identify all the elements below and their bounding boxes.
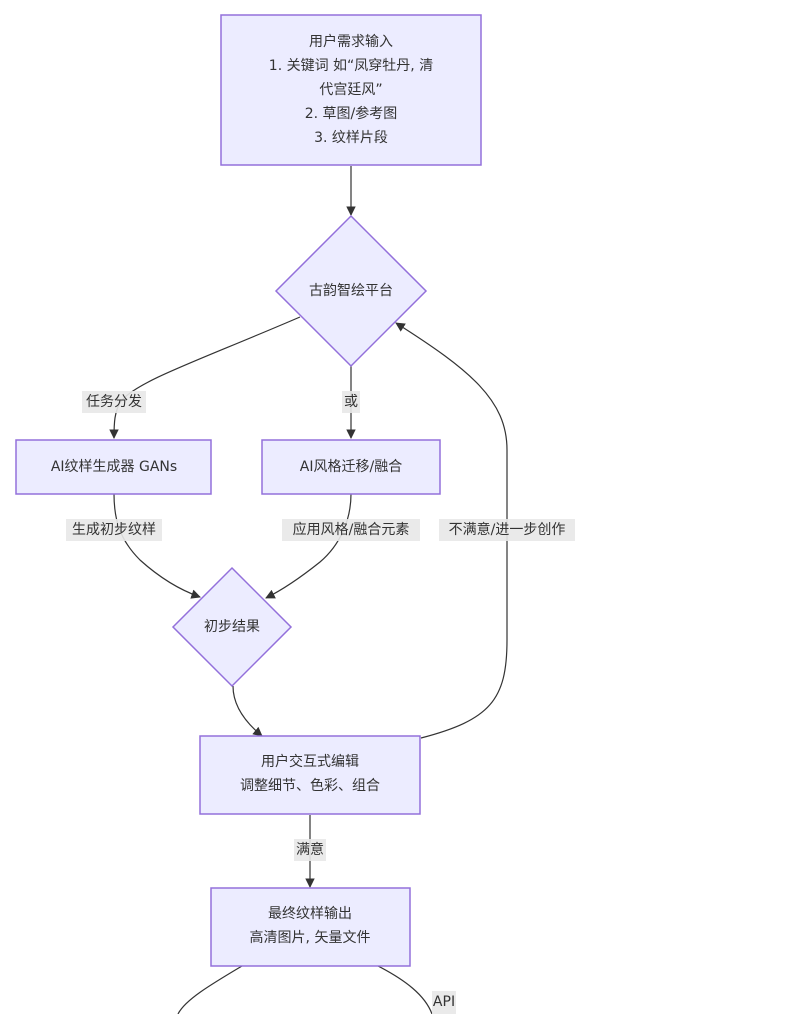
edge-output-api [377,965,433,1014]
node-platform[interactable]: 古韵智绘平台 [274,214,428,368]
edge-edit-platform [395,322,508,739]
edge-prelim-edit [232,685,263,737]
edge-label-api-text: API [433,994,455,1010]
node-interactive-edit-line-2: 调整细节、色彩、组合 [240,777,380,794]
node-preliminary-result-label: 初步结果 [204,618,260,635]
edge-label-apply-style: 应用风格/融合元素 [282,519,420,541]
edge-output-left [177,965,243,1014]
node-user-input-line-3: 代宫廷风” [319,82,382,98]
node-preliminary-result[interactable]: 初步结果 [171,566,293,688]
node-gan-generator[interactable]: AI纹样生成器 GANs [15,439,212,495]
edge-label-unsatisfied-text: 不满意/进一步创作 [449,521,566,538]
edge-label-dispatch: 任务分发 [82,391,146,413]
node-style-transfer-label: AI风格迁移/融合 [300,459,402,475]
node-final-output-line-2: 高清图片, 矢量文件 [250,929,371,946]
edge-label-unsatisfied: 不满意/进一步创作 [439,519,575,541]
node-final-output[interactable]: 最终纹样输出 高清图片, 矢量文件 [210,887,411,967]
edge-label-api: API [432,991,456,1014]
node-user-input-line-1: 用户需求输入 [309,33,393,50]
edge-label-dispatch-text: 任务分发 [86,394,142,410]
edge-label-or: 或 [342,391,360,413]
edge-label-generate-text: 生成初步纹样 [72,521,156,538]
node-user-input-line-4: 2. 草图/参考图 [305,105,398,122]
node-interactive-edit-line-1: 用户交互式编辑 [261,753,359,770]
edge-style-prelim [265,493,352,599]
node-platform-label: 古韵智绘平台 [309,283,393,299]
node-user-input-line-5: 3. 纹样片段 [314,130,388,146]
node-gan-generator-label: AI纹样生成器 GANs [51,459,177,475]
edge-label-or-text: 或 [344,394,358,410]
edge-label-generate: 生成初步纹样 [66,519,162,541]
edge-label-apply-style-text: 应用风格/融合元素 [293,521,410,538]
node-style-transfer[interactable]: AI风格迁移/融合 [261,439,441,495]
node-user-input-line-2: 1. 关键词 如“凤穿牡丹, 清 [269,58,433,74]
edge-platform-gan [109,316,301,439]
node-interactive-edit[interactable]: 用户交互式编辑 调整细节、色彩、组合 [199,735,421,815]
edges [109,166,508,1014]
node-user-input[interactable]: 用户需求输入 1. 关键词 如“凤穿牡丹, 清 代宫廷风” 2. 草图/参考图 … [220,14,482,166]
edge-gan-prelim [113,493,201,599]
edge-label-satisfied: 满意 [294,839,326,861]
node-final-output-line-1: 最终纹样输出 [268,906,352,922]
edge-label-satisfied-text: 满意 [296,841,324,858]
